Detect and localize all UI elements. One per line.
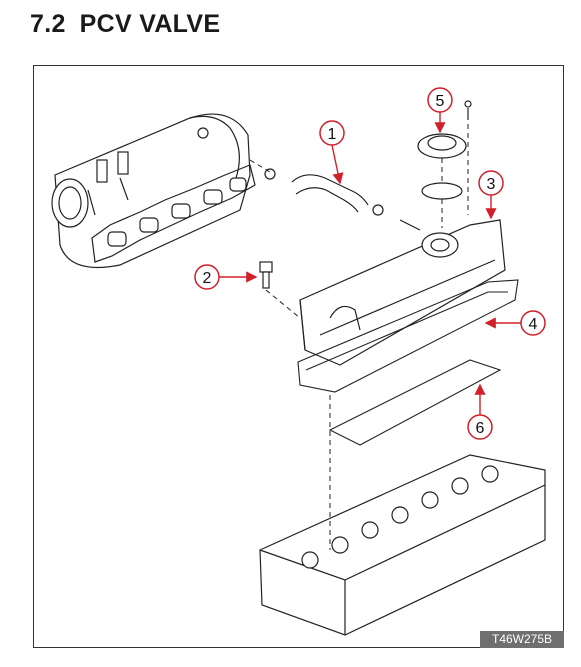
callout-5-label: 5 xyxy=(436,93,445,110)
callout-2: 2 xyxy=(194,264,258,290)
callout-2-label: 2 xyxy=(203,270,212,287)
callout-3-label: 3 xyxy=(487,176,496,193)
breather-hose xyxy=(264,168,421,231)
callout-6: 6 xyxy=(467,383,493,440)
intake-manifold xyxy=(51,113,256,269)
callout-4: 4 xyxy=(484,310,546,336)
pcv-valve-cover xyxy=(417,100,472,200)
callout-1: 1 xyxy=(319,120,345,185)
cylinder-head-cover xyxy=(299,219,506,366)
callout-1-label: 1 xyxy=(328,126,337,143)
cylinder-head xyxy=(259,454,546,636)
section-heading: 7.2 PCV VALVE xyxy=(30,10,220,39)
alignment-lines xyxy=(249,124,469,550)
baffle-plate xyxy=(328,359,502,446)
section-number: 7.2 xyxy=(30,10,66,38)
callout-4-label: 4 xyxy=(529,316,538,333)
head-cover-bolt xyxy=(259,261,273,289)
callout-5: 5 xyxy=(427,87,453,134)
callout-3: 3 xyxy=(478,170,504,220)
figure-code: T46W275B xyxy=(480,631,564,648)
cover-gasket xyxy=(297,279,519,393)
section-title: PCV VALVE xyxy=(79,10,221,38)
callout-6-label: 6 xyxy=(476,420,485,437)
